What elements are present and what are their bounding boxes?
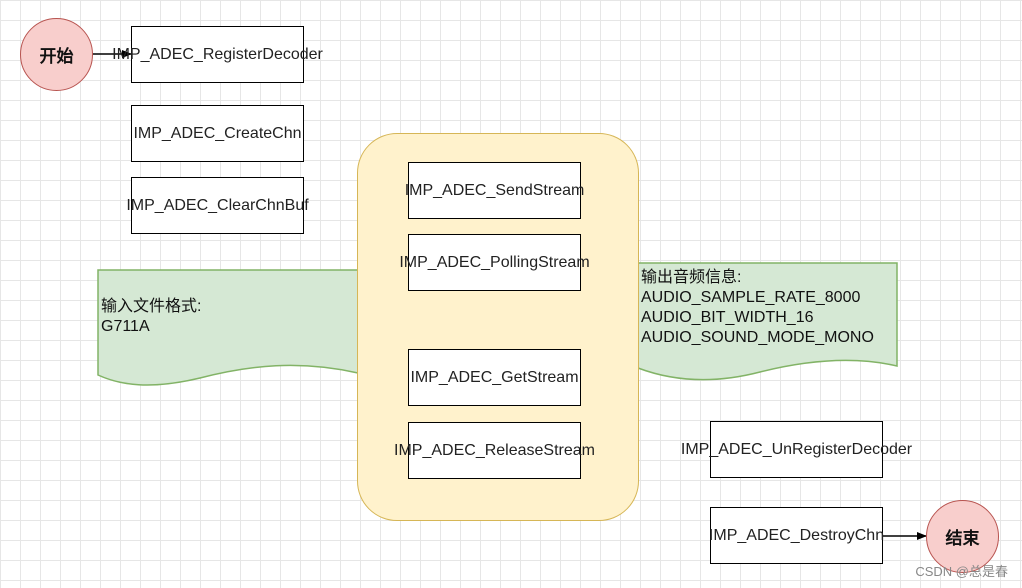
polling-stream-label: IMP_ADEC_PollingStream <box>399 253 590 271</box>
input-format-title: 输入文件格式: <box>101 298 202 315</box>
register-decoder-box: IMP_ADEC_RegisterDecoder <box>112 26 323 83</box>
unregister-decoder-label: IMP_ADEC_UnRegisterDecoder <box>680 440 913 458</box>
output-info-title: 输出音频信息: <box>641 269 742 286</box>
end-label: 结束 <box>945 529 980 548</box>
output-sample-rate: AUDIO_SAMPLE_RATE_8000 <box>641 289 861 306</box>
input-format-note: 输入文件格式: G711A <box>101 297 201 337</box>
output-bit-width: AUDIO_BIT_WIDTH_16 <box>641 309 814 326</box>
create-chn-box: IMP_ADEC_CreateChn <box>131 105 304 162</box>
output-info-note: 输出音频信息: AUDIO_SAMPLE_RATE_8000 AUDIO_BIT… <box>641 268 874 348</box>
polling-stream-box: IMP_ADEC_PollingStream <box>399 234 590 291</box>
release-stream-label: IMP_ADEC_ReleaseStream <box>394 441 595 459</box>
start-label: 开始 <box>39 47 74 66</box>
clear-chn-buf-box: IMP_ADEC_ClearChnBuf <box>126 177 309 234</box>
destroy-chn-label: IMP_ADEC_DestroyChn <box>708 526 885 544</box>
output-info-note-shape <box>637 262 898 381</box>
input-format-value: G711A <box>101 318 150 335</box>
send-stream-label: IMP_ADEC_SendStream <box>404 181 585 199</box>
send-stream-box: IMP_ADEC_SendStream <box>405 162 584 219</box>
input-format-note-shape <box>97 269 359 386</box>
register-decoder-label: IMP_ADEC_RegisterDecoder <box>112 45 323 63</box>
watermark: CSDN @总是春 <box>915 564 1008 579</box>
end-node: 结束 <box>926 500 999 573</box>
release-stream-box: IMP_ADEC_ReleaseStream <box>394 422 595 479</box>
output-sound-mode: AUDIO_SOUND_MODE_MONO <box>641 329 874 346</box>
unregister-decoder-box: IMP_ADEC_UnRegisterDecoder <box>681 421 912 478</box>
destroy-chn-box: IMP_ADEC_DestroyChn <box>708 507 885 564</box>
clear-chn-buf-label: IMP_ADEC_ClearChnBuf <box>126 196 309 214</box>
start-node: 开始 <box>20 18 93 91</box>
get-stream-label: IMP_ADEC_GetStream <box>410 368 579 386</box>
create-chn-label: IMP_ADEC_CreateChn <box>133 124 302 142</box>
get-stream-box: IMP_ADEC_GetStream <box>408 349 581 406</box>
